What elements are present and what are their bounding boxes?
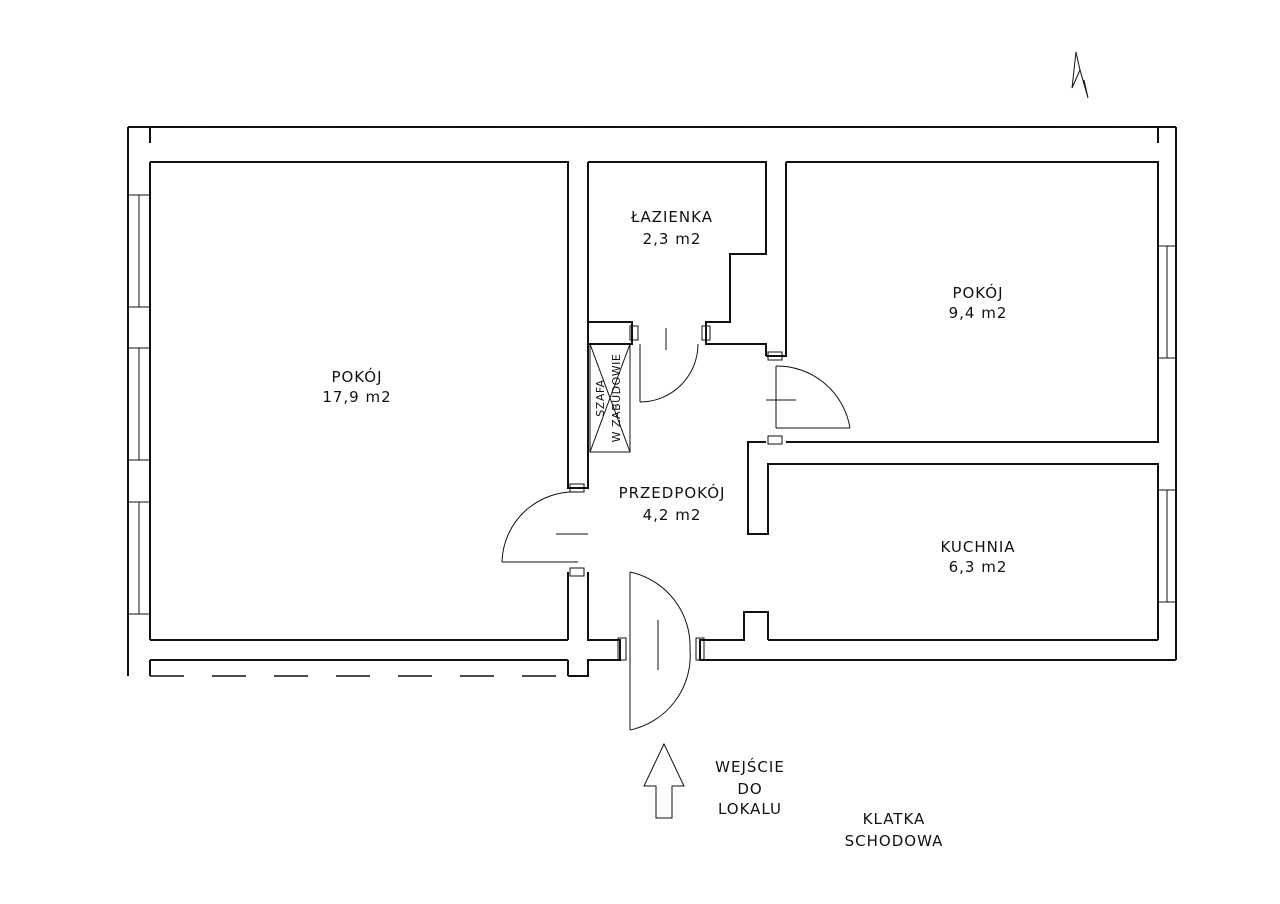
door-entrance: [629, 571, 691, 731]
entrance-label-3: LOKALU: [718, 800, 782, 818]
wardrobe-label-1: SZAFA: [594, 379, 607, 416]
room-name-bathroom: ŁAZIENKA: [630, 208, 713, 226]
room-name-small: POKÓJ: [952, 283, 1003, 302]
door-room-right: [766, 365, 851, 429]
stairwell-label-2: SCHODOWA: [845, 832, 944, 850]
room-name-large: POKÓJ: [331, 367, 382, 386]
exterior-wall-top: [128, 126, 1177, 143]
entrance-label-2: DO: [737, 780, 762, 798]
bathroom-walls: [588, 161, 787, 357]
north-arrow-icon: [1071, 51, 1089, 99]
room-area-bathroom: 2,3 m2: [643, 230, 702, 248]
room-area-kitchen: 6,3 m2: [949, 558, 1008, 576]
room-area-large: 17,9 m2: [322, 388, 391, 406]
entrance-arrow-icon: [643, 742, 685, 819]
door-large-room: [501, 491, 588, 563]
room-area-small: 9,4 m2: [949, 304, 1008, 322]
room-area-hall: 4,2 m2: [643, 506, 702, 524]
exterior-wall-bottom-left: [149, 639, 589, 677]
wardrobe: [589, 343, 631, 453]
wardrobe-label-2: W ZABUDOWIE: [610, 354, 623, 443]
room-name-kitchen: KUCHNIA: [940, 538, 1015, 556]
stairwell-label-1: KLATKA: [863, 810, 926, 828]
kitchen-walls: [617, 611, 1176, 661]
entrance-label-1: WEJŚCIE: [715, 757, 785, 776]
room-name-hall: PRZEDPOKÓJ: [619, 483, 726, 502]
exterior-wall-left: [127, 127, 151, 676]
room-walls-right: [747, 143, 1177, 660]
interior-wall-large-room: [150, 161, 621, 677]
door-bathroom: [639, 328, 699, 403]
